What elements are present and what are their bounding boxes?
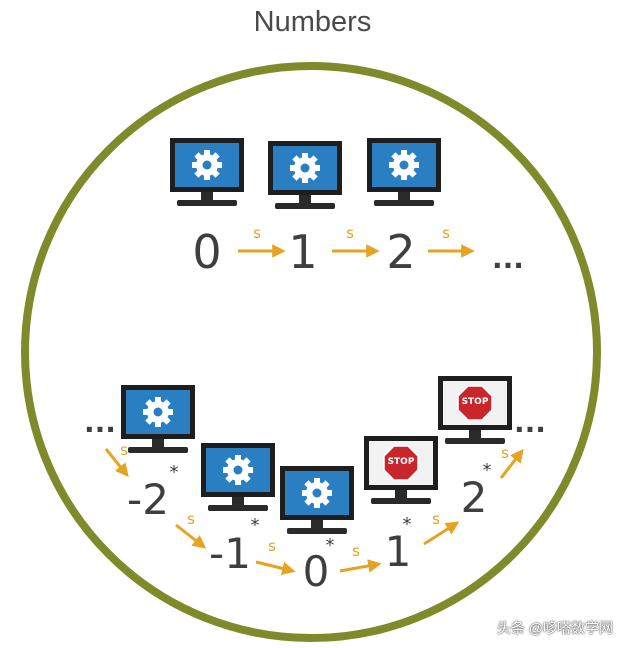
- leading-ellipsis: ...: [84, 406, 116, 439]
- star-mark: *: [251, 515, 260, 536]
- successor-label: s: [346, 224, 354, 242]
- successor-arrow: [175, 523, 207, 549]
- star-mark: *: [483, 460, 492, 481]
- star-mark: *: [403, 514, 412, 535]
- successor-arrow: [339, 559, 382, 573]
- stop-label: STOP: [388, 457, 415, 467]
- top-number: 0: [192, 225, 221, 279]
- bottom-monitor: STOP: [438, 376, 512, 444]
- bottom-number: 0: [303, 547, 330, 596]
- star-mark: *: [170, 462, 179, 483]
- successor-label: s: [120, 441, 128, 459]
- successor-label: s: [501, 444, 509, 462]
- bottom-number: 1: [385, 527, 412, 576]
- top-monitor: [170, 138, 244, 206]
- bottom-monitor: [280, 466, 354, 534]
- successor-arrow: [499, 448, 524, 479]
- top-number: 1: [288, 225, 317, 279]
- successor-label: s: [432, 510, 440, 528]
- stop-label: STOP: [462, 397, 489, 407]
- top-monitor: [367, 138, 441, 206]
- top-ellipsis: ...: [492, 242, 524, 275]
- successor-arrow: [104, 448, 129, 478]
- gear-icon: [206, 448, 270, 492]
- star-mark: *: [326, 535, 335, 556]
- gear-icon: [126, 390, 190, 434]
- bottom-monitor: [121, 385, 195, 453]
- gear-icon: [175, 143, 239, 187]
- watermark: 头条 @哆嗒数学网: [496, 620, 613, 636]
- gear-icon: [285, 471, 349, 515]
- bottom-monitor: [201, 443, 275, 511]
- successor-label: s: [253, 224, 261, 242]
- successor-label: s: [442, 224, 450, 242]
- successor-arrow: [255, 560, 296, 576]
- page-title: Numbers: [253, 6, 372, 38]
- bottom-number: -2: [127, 475, 169, 524]
- numbers-circle: [21, 62, 601, 642]
- gear-icon: [372, 143, 436, 187]
- bottom-number: -1: [209, 529, 251, 578]
- successor-label: s: [268, 537, 276, 555]
- top-monitor: [268, 141, 342, 209]
- successor-label: s: [352, 542, 360, 560]
- gear-icon: [273, 146, 337, 190]
- top-number: 2: [386, 225, 415, 279]
- bottom-number: 2: [461, 473, 488, 522]
- successor-arrow: [423, 521, 460, 546]
- successor-label: s: [187, 510, 195, 528]
- trailing-ellipsis: ...: [514, 406, 546, 439]
- bottom-monitor: STOP: [364, 436, 438, 504]
